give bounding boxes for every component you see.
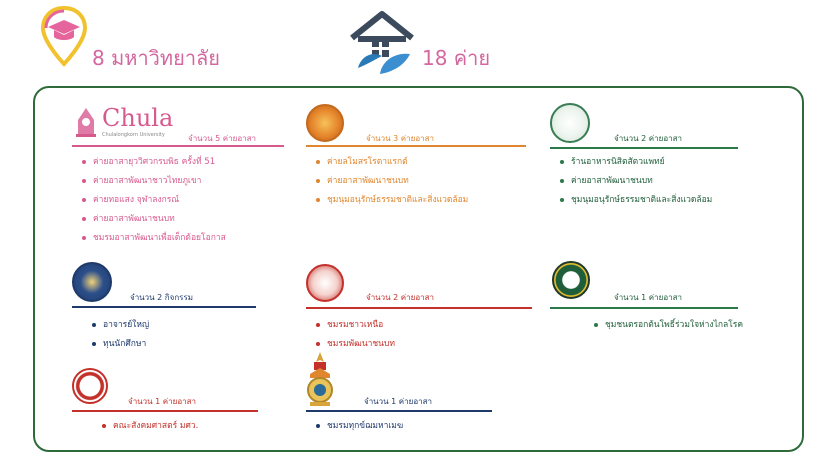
divider-line [72, 306, 256, 308]
activity-list: คณะสังคมศาสตร์ มศว. [102, 421, 198, 440]
activity-list: ชุมชนตรอกต้นโพธิ์ร่วมใจห่างไกลโรค [594, 320, 743, 339]
divider-line [306, 307, 532, 309]
divider-line [306, 145, 526, 147]
university-emblem-logo [306, 352, 334, 408]
activity-list: ชมรมชาวเหนือ ชมรมพัฒนาชนบท [316, 320, 395, 358]
universities-count-label: 8 มหาวิทยาลัย [92, 46, 221, 70]
list-item: ค่ายอาสาพัฒนาชนบท [316, 176, 468, 187]
list-item: ชุมชนตรอกต้นโพธิ์ร่วมใจห่างไกลโรค [594, 320, 743, 331]
list-item: ชมรมอาสาพัฒนาเพื่อเด็กด้อยโอกาส [82, 233, 226, 244]
activity-list: ร้านอาหารนิสิตสัตวแพทย์ ค่ายอาสาพัฒนาชนบ… [560, 157, 712, 214]
list-item: ชุมนุมอนุรักษ์ธรรมชาติและสิ่งแวดล้อม [316, 195, 468, 206]
list-item: ชมรมทุกข์ฌมหาเมฆ [316, 421, 403, 432]
university-seal-logo [552, 261, 590, 299]
divider-line [306, 410, 492, 412]
card-count: จำนวน 1 ค่ายอาสา [614, 293, 682, 302]
chula-logo [72, 106, 100, 138]
chula-brand: Chula [102, 104, 174, 132]
list-item: อาจารย์ใหญ่ [92, 320, 149, 331]
activity-list: ชมรมทุกข์ฌมหาเมฆ [316, 421, 403, 440]
list-item: ชุมนุมอนุรักษ์ธรรมชาติและสิ่งแวดล้อม [560, 195, 712, 206]
list-item: ทุนนักศึกษา [92, 339, 149, 350]
card-count: จำนวน 2 กิจกรรม [130, 293, 194, 302]
content-frame [33, 86, 804, 452]
list-item: คณะสังคมศาสตร์ มศว. [102, 421, 198, 432]
activity-list: อาจารย์ใหญ่ ทุนนักศึกษา [92, 320, 149, 358]
university-seal-logo [550, 103, 590, 143]
card-count: จำนวน 1 ค่ายอาสา [128, 397, 196, 406]
activity-list: ค่ายอาสายุววิศวกรบพิธ ครั้งที่ 51 ค่ายอา… [82, 157, 226, 252]
camps-count-label: 18 ค่าย [422, 46, 491, 70]
university-seal-logo [306, 264, 344, 302]
divider-line [72, 410, 258, 412]
list-item: ร้านอาหารนิสิตสัตวแพทย์ [560, 157, 712, 168]
list-item: ค่ายอาสาพัฒนาชนบท [82, 214, 226, 225]
divider-line [72, 145, 284, 147]
house-leaf-icon [348, 8, 416, 76]
university-seal-logo [72, 368, 108, 404]
card-count: จำนวน 1 ค่ายอาสา [364, 397, 432, 406]
activity-list: ค่ายลโมสรโรตาแรกต์ ค่ายอาสาพัฒนาชนบท ชุม… [316, 157, 468, 214]
list-item: ค่ายอาสายุววิศวกรบพิธ ครั้งที่ 51 [82, 157, 226, 168]
card-count: จำนวน 2 ค่ายอาสา [614, 134, 682, 143]
university-seal-logo [306, 104, 344, 142]
list-item: ค่ายอาสาพัฒนาชนบท [560, 176, 712, 187]
list-item: ชมรมพัฒนาชนบท [316, 339, 395, 350]
chula-brand-sub: Chulalongkorn University [102, 132, 165, 138]
divider-line [550, 147, 738, 149]
list-item: ค่ายอาสาพัฒนาชาวไทยภูเขา [82, 176, 226, 187]
card-count: จำนวน 5 ค่ายอาสา [188, 134, 256, 143]
divider-line [550, 307, 738, 309]
list-item: ชมรมชาวเหนือ [316, 320, 395, 331]
card-count: จำนวน 2 ค่ายอาสา [366, 293, 434, 302]
university-seal-logo [72, 262, 112, 302]
card-count: จำนวน 3 ค่ายอาสา [366, 134, 434, 143]
graduation-pin-icon [40, 5, 88, 68]
list-item: ค่ายลโมสรโรตาแรกต์ [316, 157, 468, 168]
list-item: ค่ายทอแสง จุฬาลงกรณ์ [82, 195, 226, 206]
